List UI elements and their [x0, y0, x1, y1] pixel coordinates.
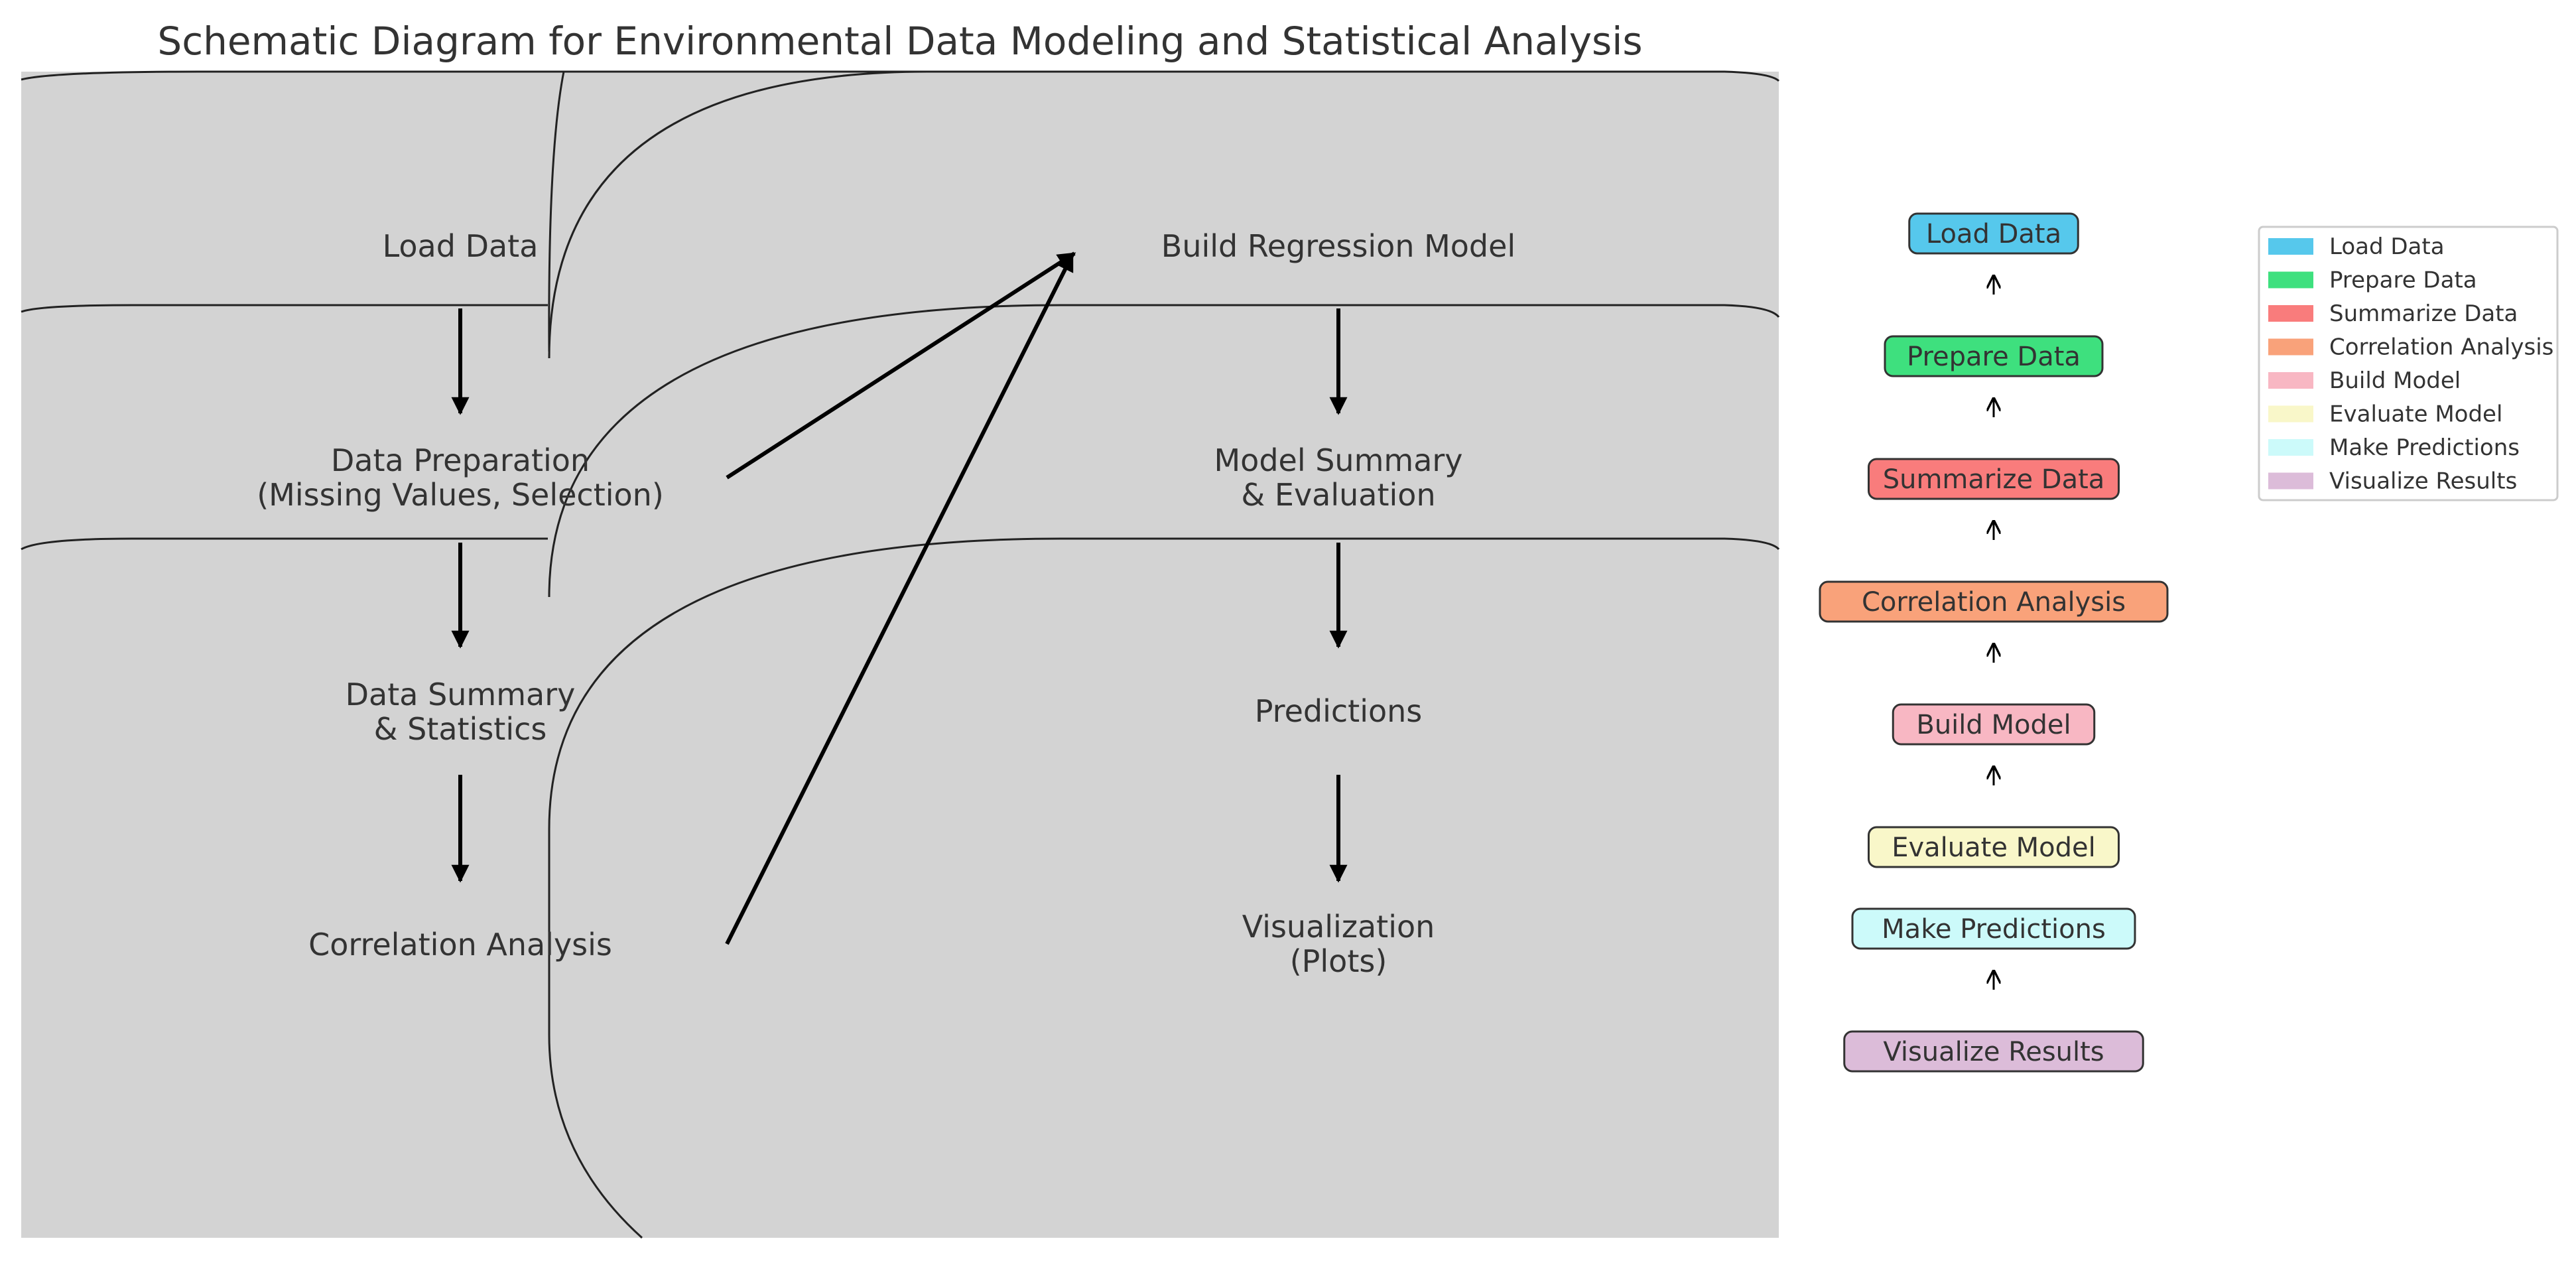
flow-box-build-model: Build Model — [1892, 703, 2096, 746]
node-data-preparation-line2: (Missing Values, Selection) — [257, 477, 664, 513]
sweep-curve-3 — [548, 537, 1062, 830]
arrow-correlation-to-build — [725, 253, 1074, 945]
legend-swatch-build-model — [2268, 372, 2313, 389]
legend-label-make-predictions: Make Predictions — [2329, 434, 2520, 461]
flow-box-correlation-analysis: Correlation Analysis — [1819, 580, 2169, 623]
sweep-curve-1 — [548, 70, 929, 359]
legend-swatch-visualize-results — [2268, 472, 2313, 490]
legend-label-visualize-results: Visualize Results — [2329, 468, 2517, 495]
diagram-title: Schematic Diagram for Environmental Data… — [157, 19, 1642, 64]
flow-box-evaluate-model: Evaluate Model — [1868, 826, 2120, 868]
legend-frame — [2258, 226, 2559, 501]
flow-box-summarize-data-bg — [1868, 458, 2120, 500]
legend-item-summarize-data: Summarize Data — [2268, 300, 2518, 327]
legend-label-load-data: Load Data — [2329, 233, 2445, 260]
band-line-2-left — [21, 537, 548, 551]
legend-item-evaluate-model: Evaluate Model — [2268, 401, 2502, 428]
flow-box-prepare-data-bg — [1884, 335, 2104, 377]
legend-label-build-model: Build Model — [2329, 367, 2461, 394]
flow-box-make-predictions: Make Predictions — [1851, 907, 2136, 950]
legend-swatch-summarize-data — [2268, 305, 2313, 322]
flow-box-prepare-data-label: Prepare Data — [1907, 342, 2081, 372]
legend-item-load-data: Load Data — [2268, 233, 2445, 260]
node-data-summary-line1: Data Summary — [346, 677, 576, 712]
flow-box-summarize-data-label: Summarize Data — [1883, 464, 2105, 495]
sweep-curve-2 — [548, 304, 1062, 598]
node-load-data: Load Data — [383, 228, 539, 264]
legend-swatch-load-data — [2268, 238, 2313, 255]
flow-box-correlation-analysis-label: Correlation Analysis — [1862, 587, 2126, 618]
legend-swatch-evaluate-model — [2268, 405, 2313, 423]
node-visualization-line2: (Plots) — [1290, 943, 1387, 979]
legend-item-visualize-results: Visualize Results — [2268, 468, 2517, 495]
flow-box-visualize-results-label: Visualize Results — [1883, 1037, 2104, 1067]
flow-box-evaluate-model-label: Evaluate Model — [1892, 832, 2096, 863]
flow-box-load-data-bg — [1908, 212, 2079, 255]
flow-arrows — [451, 251, 1348, 945]
node-predictions: Predictions — [1255, 693, 1422, 729]
plot-panel — [21, 72, 1779, 1238]
band-line-1-right — [1061, 304, 1780, 318]
legend-item-make-predictions: Make Predictions — [2268, 434, 2520, 461]
flow-box-prepare-data: Prepare Data — [1884, 335, 2104, 377]
legend-label-evaluate-model: Evaluate Model — [2329, 401, 2502, 428]
legend-swatch-correlation-analysis — [2268, 338, 2313, 356]
flow-box-build-model-bg — [1892, 703, 2096, 746]
left-column: Load Data Data Preparation (Missing Valu… — [257, 228, 664, 963]
flow-box-load-data: Load Data — [1908, 212, 2079, 255]
flow-box-evaluate-model-bg — [1868, 826, 2120, 868]
flow-box-make-predictions-label: Make Predictions — [1882, 914, 2106, 945]
flow-box-summarize-data: Summarize Data — [1868, 458, 2120, 500]
curve-top-right — [557, 70, 1780, 82]
flow-box-visualize-results-bg — [1843, 1030, 2144, 1073]
legend-swatch-prepare-data — [2268, 271, 2313, 289]
right-column: Build Regression Model Model Summary & E… — [1161, 228, 1515, 979]
swimlane-curves — [21, 70, 1780, 1239]
legend-label-correlation-analysis: Correlation Analysis — [2329, 334, 2553, 361]
node-model-summary-line1: Model Summary — [1214, 442, 1462, 478]
node-model-summary-line2: & Evaluation — [1241, 477, 1435, 513]
flow-box-visualize-results: Visualize Results — [1843, 1030, 2144, 1073]
flow-box-correlation-analysis-bg — [1819, 580, 2169, 623]
arrow-prep-to-build — [726, 251, 1076, 480]
node-data-preparation-line1: Data Preparation — [331, 442, 590, 478]
band-line-2-right — [1061, 537, 1780, 551]
legend-item-correlation-analysis: Correlation Analysis — [2268, 334, 2553, 361]
flow-box-load-data-label: Load Data — [1926, 219, 2061, 249]
curve-top-left — [21, 70, 557, 81]
legend-item-prepare-data: Prepare Data — [2268, 267, 2477, 294]
node-build-regression-model: Build Regression Model — [1161, 228, 1515, 264]
flow-box-make-predictions-bg — [1851, 907, 2136, 950]
node-data-summary-line2: & Statistics — [374, 711, 547, 747]
legend-label-prepare-data: Prepare Data — [2329, 267, 2477, 294]
curve-vertical-left — [548, 71, 565, 352]
flow-box-build-model-label: Build Model — [1916, 710, 2071, 740]
node-visualization-line1: Visualization — [1242, 909, 1435, 945]
sweep-curve-bottom — [548, 829, 643, 1239]
legend-label-summarize-data: Summarize Data — [2329, 300, 2518, 327]
node-correlation-analysis: Correlation Analysis — [308, 927, 612, 963]
band-line-1-left — [21, 304, 548, 313]
legend-swatch-make-predictions — [2268, 439, 2313, 456]
legend-item-build-model: Build Model — [2268, 367, 2461, 394]
